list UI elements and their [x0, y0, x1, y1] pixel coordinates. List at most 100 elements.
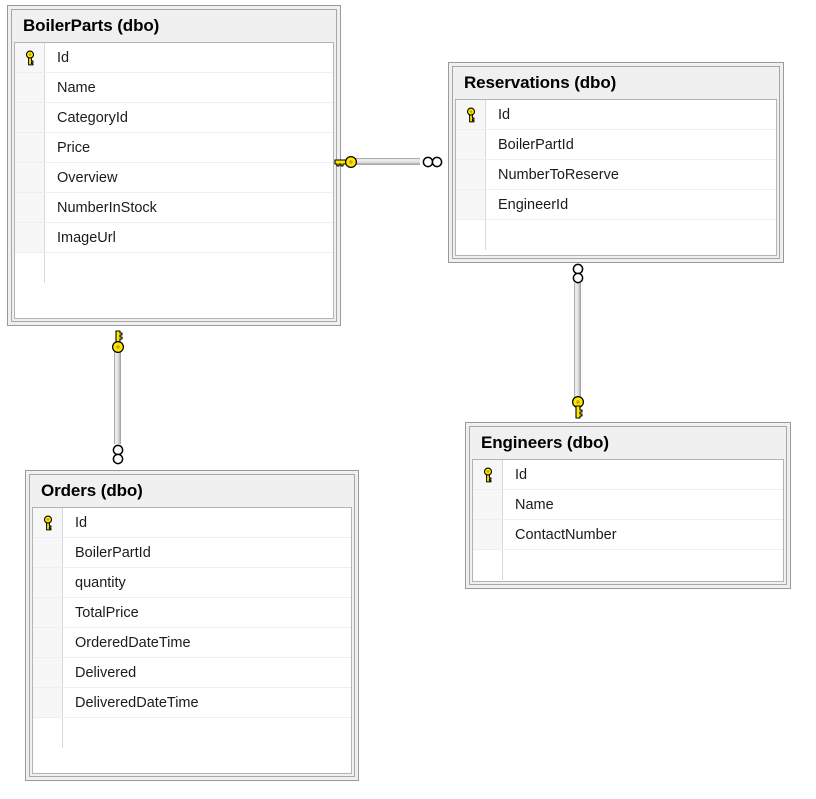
entity-title-orders: Orders (dbo)	[30, 475, 354, 507]
primary-key-icon	[483, 467, 492, 482]
column-row[interactable]: Overview	[15, 163, 333, 193]
key-cell-empty	[473, 490, 503, 519]
column-name: TotalPrice	[75, 604, 139, 621]
primary-key-icon	[25, 50, 34, 65]
column-name: Id	[57, 49, 70, 66]
primary-key-cell	[33, 508, 63, 537]
relationship-key-icon-boilerparts-orders	[108, 330, 128, 361]
column-name-empty	[486, 220, 776, 250]
column-row-empty[interactable]	[15, 253, 333, 283]
column-row[interactable]: Id	[473, 460, 783, 490]
key-cell-empty	[15, 103, 45, 132]
relationship-many-icon-reservations	[421, 153, 445, 176]
column-name: OrderedDateTime	[75, 634, 191, 651]
connector-boilerparts-reservations	[352, 158, 420, 165]
column-row[interactable]: BoilerPartId	[456, 130, 776, 160]
column-row-empty[interactable]	[456, 220, 776, 250]
column-row[interactable]: CategoryId	[15, 103, 333, 133]
entity-title-boilerparts: BoilerParts (dbo)	[12, 10, 336, 42]
column-name: BoilerPartId	[75, 544, 151, 561]
column-name: Id	[75, 514, 88, 531]
primary-key-cell	[456, 100, 486, 129]
column-row[interactable]: TotalPrice	[33, 598, 351, 628]
column-name: Overview	[57, 169, 118, 186]
relationship-many-icon-orders	[109, 443, 127, 472]
relationship-key-icon-engineers	[568, 393, 588, 424]
column-row[interactable]: OrderedDateTime	[33, 628, 351, 658]
primary-key-cell	[15, 43, 45, 72]
column-name: NumberToReserve	[498, 166, 619, 183]
column-name: Price	[57, 139, 91, 156]
column-name: Id	[515, 466, 528, 483]
relationship-key-icon-boilerparts-reservations	[334, 152, 360, 177]
key-cell-empty	[33, 628, 63, 657]
entity-title-engineers: Engineers (dbo)	[470, 427, 786, 459]
column-name: NumberInStock	[57, 199, 157, 216]
key-cell-empty	[15, 253, 45, 283]
primary-key-icon	[466, 107, 475, 122]
column-name: Name	[57, 79, 96, 96]
column-name: EngineerId	[498, 196, 569, 213]
column-row[interactable]: quantity	[33, 568, 351, 598]
column-row[interactable]: BoilerPartId	[33, 538, 351, 568]
entity-title-reservations: Reservations (dbo)	[453, 67, 779, 99]
key-cell-empty	[15, 73, 45, 102]
column-name: Id	[498, 106, 511, 123]
column-row[interactable]: Id	[15, 43, 333, 73]
column-row[interactable]: Name	[473, 490, 783, 520]
key-cell-empty	[33, 658, 63, 687]
key-cell-empty	[456, 160, 486, 189]
column-name: CategoryId	[57, 109, 128, 126]
key-cell-empty	[473, 550, 503, 580]
column-row[interactable]: EngineerId	[456, 190, 776, 220]
key-cell-empty	[15, 223, 45, 252]
column-row[interactable]: Id	[456, 100, 776, 130]
column-row[interactable]: NumberToReserve	[456, 160, 776, 190]
column-name-empty	[45, 253, 333, 283]
key-cell-empty	[456, 130, 486, 159]
key-cell-empty	[456, 220, 486, 250]
connector-boilerparts-orders	[114, 348, 121, 444]
relationship-many-icon-reservations-bottom	[569, 262, 587, 291]
key-cell-empty	[33, 718, 63, 748]
column-row[interactable]: Delivered	[33, 658, 351, 688]
column-name: Name	[515, 496, 554, 513]
column-row[interactable]: Id	[33, 508, 351, 538]
primary-key-icon	[43, 515, 52, 530]
column-name: Delivered	[75, 664, 137, 681]
column-row-empty[interactable]	[473, 550, 783, 580]
key-cell-empty	[15, 133, 45, 162]
key-cell-empty	[33, 688, 63, 717]
column-row[interactable]: Price	[15, 133, 333, 163]
column-name: quantity	[75, 574, 126, 591]
column-name-empty	[63, 718, 351, 748]
column-row[interactable]: ImageUrl	[15, 223, 333, 253]
key-cell-empty	[456, 190, 486, 219]
column-name: ContactNumber	[515, 526, 617, 543]
key-cell-empty	[33, 538, 63, 567]
key-cell-empty	[33, 568, 63, 597]
key-cell-empty	[15, 163, 45, 192]
column-row[interactable]: Name	[15, 73, 333, 103]
column-row[interactable]: ContactNumber	[473, 520, 783, 550]
column-name: BoilerPartId	[498, 136, 574, 153]
column-name: DeliveredDateTime	[75, 694, 199, 711]
column-row[interactable]: NumberInStock	[15, 193, 333, 223]
column-row-empty[interactable]	[33, 718, 351, 748]
column-name: ImageUrl	[57, 229, 116, 246]
column-name-empty	[503, 550, 783, 580]
column-row[interactable]: DeliveredDateTime	[33, 688, 351, 718]
